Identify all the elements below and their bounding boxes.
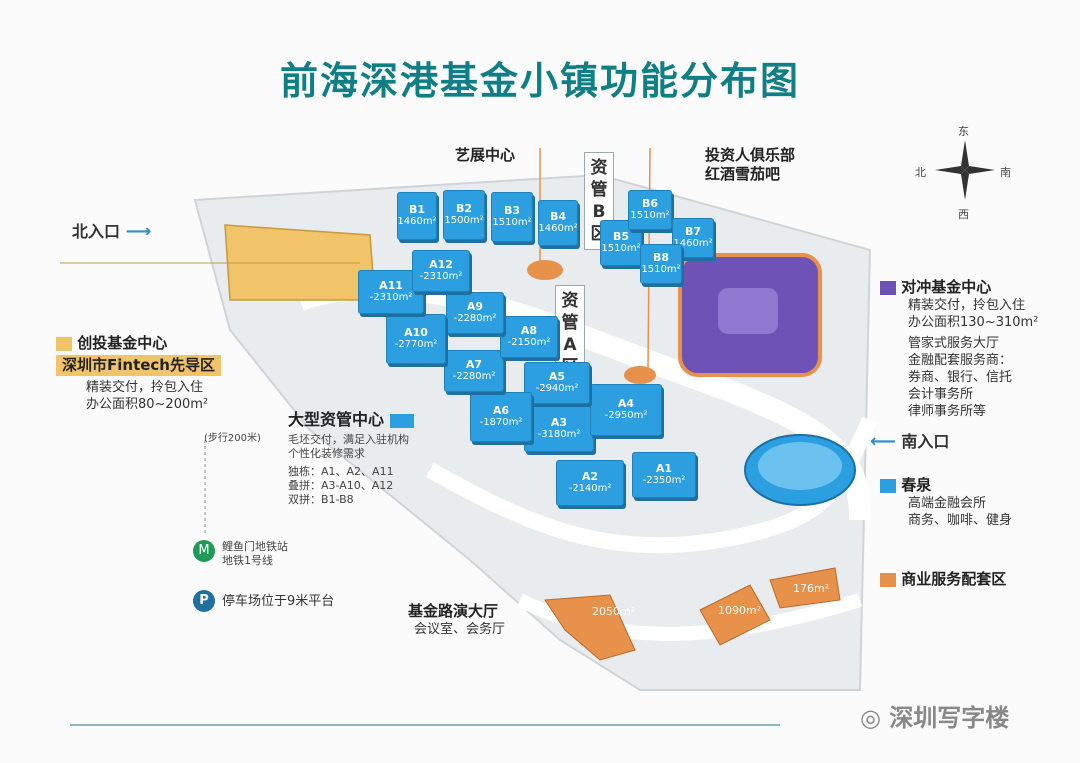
hedge-services-line2: 券商、银行、信托	[908, 370, 1013, 385]
hedge-services-line3: 会计事务所	[908, 387, 974, 402]
compass-east: 东	[958, 125, 969, 138]
asset-mgmt-title: 大型资管中心	[288, 410, 385, 429]
commercial-block-1	[544, 594, 636, 661]
hedge-legend: 对冲基金中心 精装交付，拎包入住 办公面积130~310m² 管家式服务大厅 金…	[880, 278, 1038, 420]
spring-title: 春泉	[901, 476, 932, 494]
building-a4: A4-2950m²	[590, 384, 662, 436]
art-center-label: 艺展中心	[455, 146, 516, 164]
arrow-right-icon: ⟶	[125, 221, 152, 242]
building-a3: A3-3180m²	[524, 406, 594, 452]
venture-line1: 精装交付，拎包入住	[86, 380, 204, 395]
art-center-building	[527, 260, 563, 280]
asset-mgmt-line5: 双拼：B1-B8	[288, 493, 354, 506]
building-a9: A9-2280m²	[446, 292, 504, 334]
building-a10: A10-2770m²	[386, 314, 446, 364]
metro-line1: 鲤鱼门地铁站	[222, 540, 288, 553]
asset-mgmt-line1: 毛坯交付，满足入驻机构	[288, 433, 409, 446]
arrow-left-icon: ⟵	[870, 431, 896, 452]
metro-label: 鲤鱼门地铁站 地铁1号线	[222, 540, 288, 568]
building-a5: A5-2940m²	[524, 362, 590, 404]
commercial-swatch	[880, 572, 896, 587]
road-curve-lower	[516, 593, 863, 641]
commercial-block-3	[769, 567, 841, 609]
compass-south: 南	[1000, 166, 1011, 179]
commercial-title: 商业服务配套区	[901, 570, 1007, 588]
compass-north: 北	[915, 166, 926, 179]
roadshow-title: 基金路演大厅	[408, 602, 499, 620]
building-a7: A7-2280m²	[444, 350, 504, 392]
fintech-highlight: 深圳市Fintech先导区	[56, 355, 221, 376]
commercial-area-3: 176m²	[793, 582, 830, 595]
asset-mgmt-line2: 个性化装修需求	[288, 447, 365, 460]
asset-mgmt-line3: 独栋：A1、A2、A11	[288, 465, 394, 478]
hedge-services-line4: 律师事务所等	[908, 404, 987, 419]
hedge-services-title: 管家式服务大厅	[908, 336, 1000, 351]
spring-legend: 春泉 高端金融会所 商务、咖啡、健身	[880, 476, 1012, 529]
venture-legend: 创投基金中心 深圳市Fintech先导区 精装交付，拎包入住 办公面积80~20…	[56, 334, 221, 413]
walk-distance: (步行200米)	[204, 433, 261, 444]
building-a6: A6-1870m²	[470, 392, 532, 442]
hedge-title: 对冲基金中心	[901, 278, 992, 296]
asset-mgmt-line4: 叠拼：A3-A10、A12	[288, 479, 394, 492]
spring-line1: 高端金融会所	[908, 496, 987, 511]
metro-line2: 地铁1号线	[222, 554, 273, 567]
hedge-fund-courtyard	[718, 288, 778, 334]
building-a8: A8-2150m²	[500, 316, 558, 358]
parking-icon: P	[193, 590, 215, 612]
compass-rose-icon	[935, 140, 995, 200]
investor-club-building	[624, 366, 656, 384]
parking-label: 停车场位于9米平台	[222, 594, 335, 609]
investor-club-label-2: 红酒雪茄吧	[705, 165, 781, 183]
building-a2: A2-2140m²	[556, 460, 624, 506]
asset-mgmt-legend: 大型资管中心 毛坯交付，满足入驻机构 个性化装修需求 独栋：A1、A2、A11 …	[288, 410, 414, 507]
building-a1: A1-2350m²	[632, 452, 696, 498]
south-entrance-label: ⟵ 南入口	[870, 431, 950, 452]
hedge-services-line1: 金融配套服务商：	[908, 353, 1013, 368]
roadshow-line1: 会议室、会务厅	[414, 622, 506, 637]
hedge-line2: 办公面积130~310m²	[908, 315, 1039, 330]
roadshow-label: 基金路演大厅 会议室、会务厅	[408, 602, 505, 638]
venture-line2: 办公面积80~200m²	[86, 397, 209, 412]
north-entrance-label: 北入口 ⟶	[72, 221, 152, 242]
map-title: 前海深港基金小镇功能分布图	[279, 59, 800, 103]
spring-line2: 商务、咖啡、健身	[908, 513, 1013, 528]
venture-title: 创投基金中心	[77, 334, 168, 352]
building-a12: A12-2310m²	[412, 250, 470, 292]
commercial-area-2: 1090m²	[718, 604, 762, 617]
compass-west: 西	[958, 208, 969, 221]
watermark: ◎ 深圳写字楼	[860, 704, 1010, 732]
asset-mgmt-swatch	[389, 413, 414, 428]
wechat-icon: ◎	[860, 704, 881, 732]
hedge-line1: 精装交付，拎包入住	[908, 298, 1026, 313]
venture-swatch	[56, 336, 72, 351]
metro-icon: M	[193, 540, 215, 562]
commercial-legend: 商业服务配套区	[880, 570, 1006, 589]
commercial-block-2	[699, 584, 771, 646]
spring-building-top	[758, 442, 842, 490]
hedge-swatch	[880, 280, 896, 295]
investor-club-label-1: 投资人俱乐部	[705, 146, 796, 164]
spring-swatch	[880, 478, 896, 493]
commercial-area-1: 2050m²	[592, 605, 636, 618]
